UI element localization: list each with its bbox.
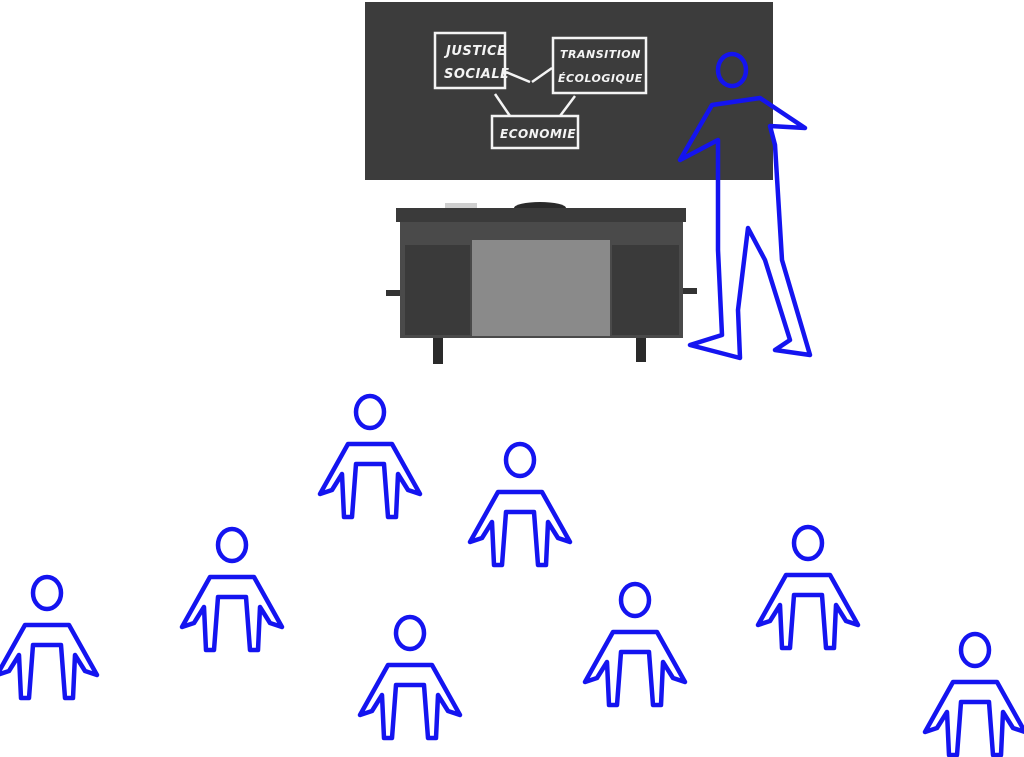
student-figure	[470, 444, 570, 565]
chalk-diagram	[433, 31, 648, 150]
student-figure	[925, 634, 1024, 755]
student-figure	[360, 617, 460, 738]
teacher-figure	[677, 51, 813, 361]
chalk-text-transition: TRANSITION	[560, 48, 641, 61]
chalk-text-justice: JUSTICE	[443, 44, 506, 59]
chalk-text-economie: ECONOMIE	[500, 127, 576, 141]
student-figure	[758, 527, 858, 648]
student-figure	[0, 577, 97, 698]
chalk-text-sociale: SOCIALE	[444, 67, 510, 82]
student-figure	[320, 396, 420, 517]
blackboard: JUSTICE SOCIALE TRANSITION ÉCOLOGIQUE EC…	[365, 2, 773, 180]
student-figure	[182, 529, 282, 650]
teacher-desk	[386, 202, 697, 364]
chalk-text-ecologique: ÉCOLOGIQUE	[558, 72, 643, 85]
student-figure	[585, 584, 685, 705]
students	[0, 396, 1024, 755]
